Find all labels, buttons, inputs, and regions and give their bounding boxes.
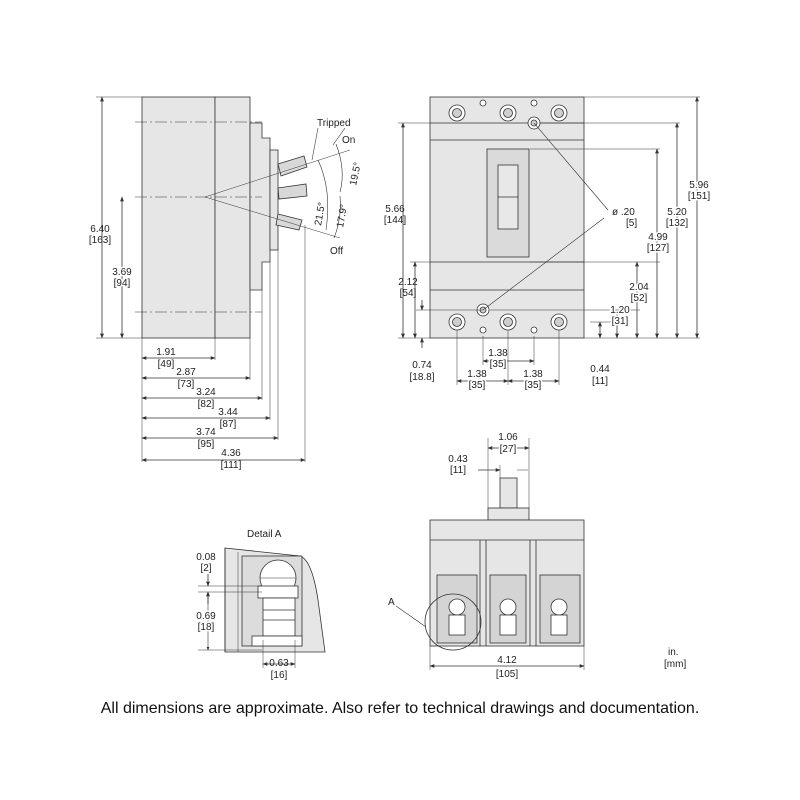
angle-21-5: 21.5° [313,201,328,226]
side-step-profile [249,122,271,291]
dim-5-66-in: 5.66 [385,204,405,215]
dim-3-44-in: 3.44 [218,407,238,418]
dim-2-04-in: 2.04 [629,282,649,293]
dim-1-91-mm: [49] [158,359,175,370]
handle-base [269,149,279,251]
dim-pitch-right-in: 1.38 [523,369,543,380]
label-detail-a: Detail A [247,529,282,540]
lugs [448,598,568,636]
dim-5-20-in: 5.20 [667,207,687,218]
dim-6-40-mm: [163] [89,235,111,246]
dim-1-20-mm: [31] [612,316,629,327]
dim-hole-in: ø .20 [612,207,635,218]
side-body-front [214,96,251,339]
dim-5-66-mm: [144] [384,215,406,226]
units-mm: [mm] [664,659,686,670]
dim-3-69-in: 3.69 [112,267,132,278]
dim-pitch-mid-in: 1.38 [488,348,508,359]
label-a-marker: A [388,597,395,608]
dim-pitch-left-in: 1.38 [467,369,487,380]
dim-pitch-right-mm: [35] [525,380,542,391]
units-in: in. [668,647,679,658]
dim-3-24-in: 3.24 [196,387,216,398]
bottom-view [395,438,585,670]
dim-0-63-in: 0.63 [269,658,289,669]
dim-0-44-mm: [11] [592,376,608,387]
dim-3-69-mm: [94] [114,278,131,289]
dim-2-87-in: 2.87 [176,367,196,378]
angle-17-9: 17.9° [335,203,350,228]
footnote: All dimensions are approximate. Also ref… [100,700,700,717]
dim-0-74-mm: [18.8] [409,372,434,383]
top-terminals [448,99,568,130]
dim-3-24-mm: [82] [198,399,215,410]
dim-4-12-mm: [105] [496,669,518,680]
handle-off [275,213,303,231]
angle-19-5: 19.5° [348,161,364,186]
bottom-handle [499,477,518,509]
dim-4-99-mm: [127] [647,243,669,254]
dim-1-20-in: 1.20 [610,305,630,316]
dim-0-08-mm: [2] [200,563,211,574]
dim-hole-mm: [5] [626,218,637,229]
label-off: Off [330,246,343,257]
dim-pitch-left-mm: [35] [469,380,486,391]
dim-6-40-in: 6.40 [90,224,110,235]
dim-4-99-in: 4.99 [648,232,668,243]
label-on: On [342,135,355,146]
dim-4-12-in: 4.12 [497,655,517,666]
detail-a-circle [424,593,482,651]
dim-2-12-mm: [54] [400,288,417,299]
dim-0-08-in: 0.08 [196,552,216,563]
dim-0-74-in: 0.74 [412,360,432,371]
dim-0-43-in: 0.43 [448,454,468,465]
dim-0-44-in: 0.44 [590,364,610,375]
side-view [96,96,351,462]
dim-1-06-mm: [27] [500,444,517,455]
dim-0-43-mm: [11] [450,465,466,476]
label-tripped: Tripped [317,118,351,129]
detail-a [198,547,326,668]
handle-on [277,155,308,177]
dim-3-74-in: 3.74 [196,427,216,438]
side-body-rear [141,96,216,339]
dim-1-91-in: 1.91 [156,347,176,358]
handle-tripped [277,183,308,200]
dim-1-06-in: 1.06 [498,432,518,443]
dim-2-12-in: 2.12 [398,277,418,288]
dim-4-36-in: 4.36 [221,448,241,459]
dim-2-04-mm: [52] [631,293,648,304]
dim-4-36-mm: [111] [221,460,242,471]
dim-5-96-mm: [151] [688,191,710,202]
dim-5-96-in: 5.96 [689,180,709,191]
dim-pitch-mid-mm: [35] [490,359,507,370]
dim-3-44-mm: [87] [220,419,237,430]
dim-0-69-mm: [18] [198,622,215,633]
front-view [398,96,700,385]
dim-5-20-mm: [132] [666,218,688,229]
dim-0-69-in: 0.69 [196,611,216,622]
dim-3-74-mm: [95] [198,439,215,450]
dim-2-87-mm: [73] [178,379,195,390]
dim-0-63-mm: [16] [271,670,288,681]
